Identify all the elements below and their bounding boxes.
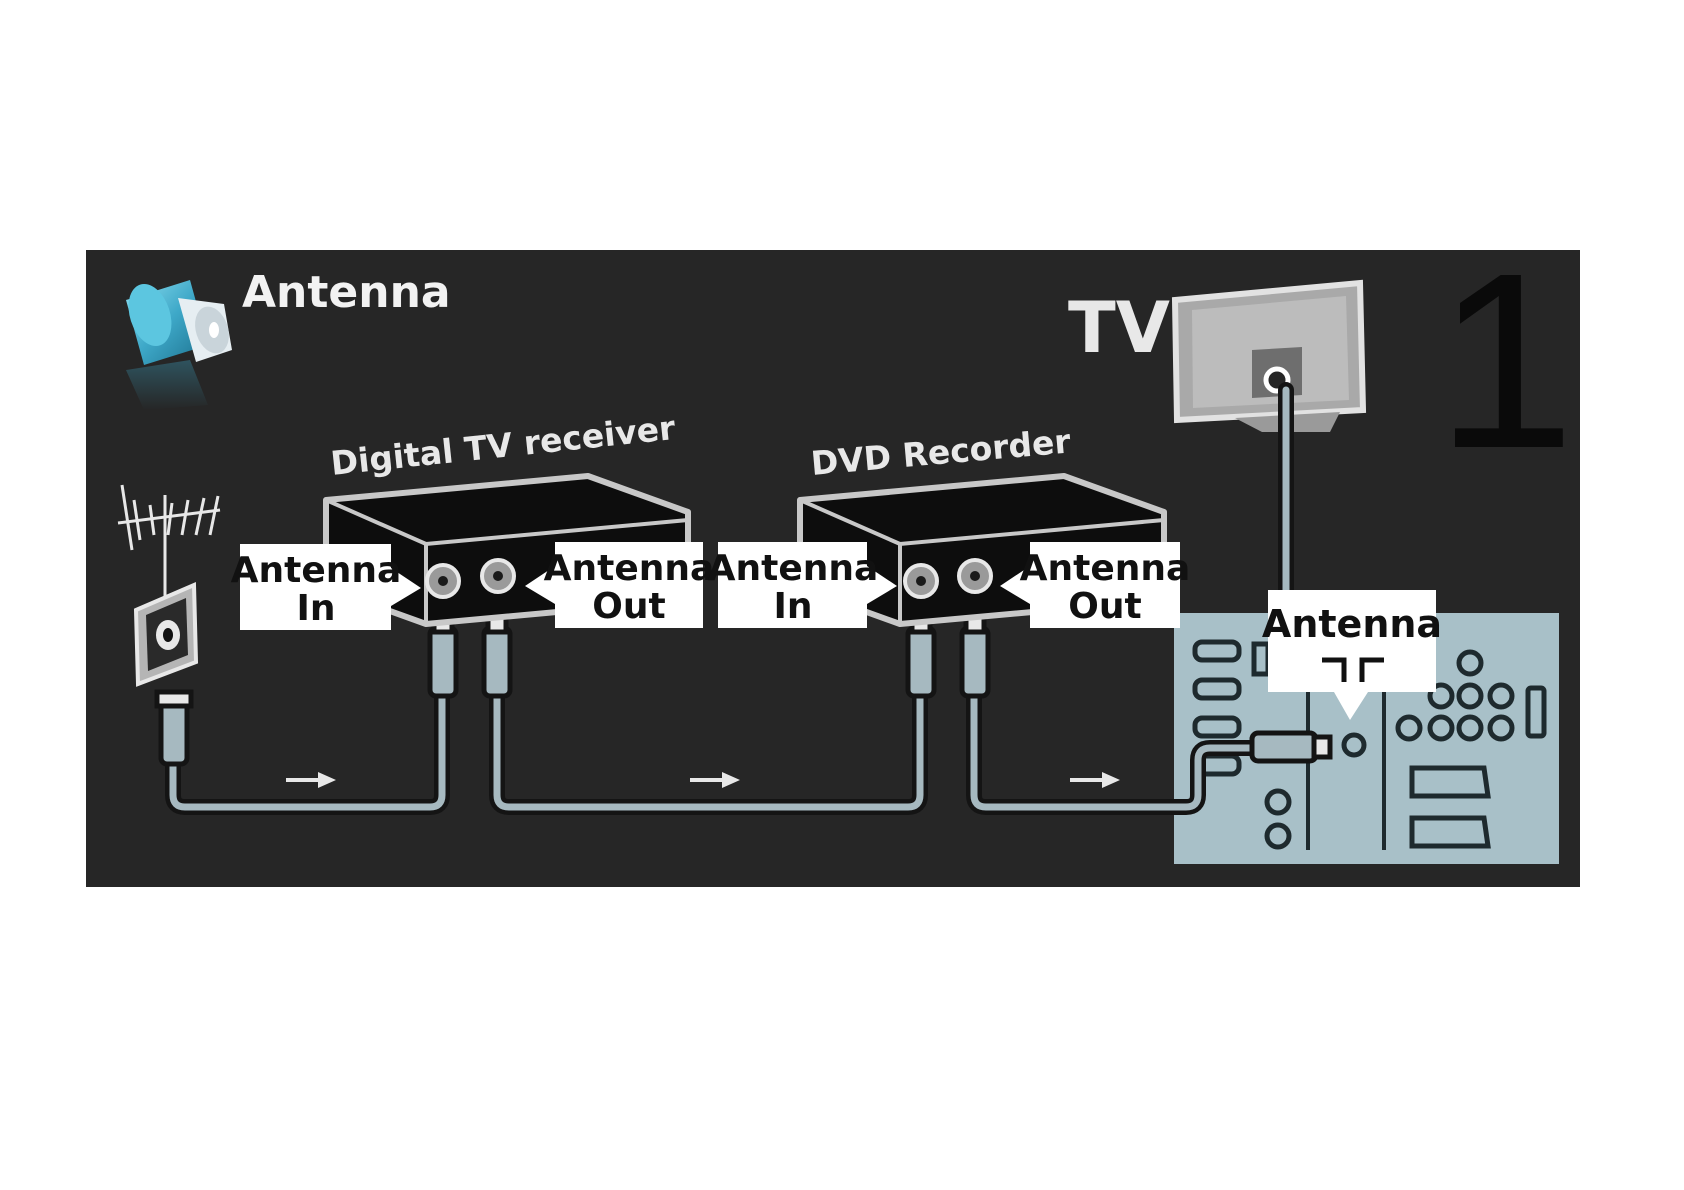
antenna-plug-icon [126,280,232,410]
svg-text:In: In [773,586,812,627]
receiver-out-label-line2: Out [592,586,665,627]
svg-text:Antenna: Antenna [708,548,879,589]
receiver-antenna-in-callout: Antenna In [231,544,421,630]
svg-text:Antenna: Antenna [1020,548,1191,589]
rooftop-antenna-icon [117,484,221,598]
coax-cables [165,382,1294,815]
recorder-in-label-line2: In [773,586,812,627]
receiver-out-label-line1: Antenna [544,548,715,589]
cable-plugs [154,613,1333,767]
recorder-out-label-line1: Antenna [1020,548,1191,589]
step-number: 1 [1436,221,1575,500]
antenna-header: Antenna [242,267,451,318]
tv-icon [1171,279,1367,432]
recorder-antenna-out-callout: Antenna Out [1000,542,1190,628]
coax-antenna-symbol [1322,657,1384,682]
signal-direction-arrows [286,772,1120,788]
receiver-in-label-line1: Antenna [231,550,402,591]
tv-back-panel [1174,613,1559,864]
tv-label: TV [1068,287,1170,369]
wall-socket-icon [133,581,199,687]
tv-antenna-label: Antenna [1262,602,1442,646]
svg-text:Out: Out [1068,586,1141,627]
recorder-in-label-line1: Antenna [708,548,879,589]
svg-text:Antenna: Antenna [231,550,402,591]
receiver-antenna-out-callout: Antenna Out [525,542,714,628]
svg-text:Out: Out [592,586,665,627]
svg-text:Antenna: Antenna [544,548,715,589]
tv-antenna-socket[interactable] [1341,732,1367,758]
recorder-out-label-line2: Out [1068,586,1141,627]
svg-text:In: In [296,588,335,629]
recorder-antenna-in-callout: Antenna In [708,542,897,628]
tv-antenna-callout: Antenna [1262,590,1442,720]
receiver-in-label-line2: In [296,588,335,629]
